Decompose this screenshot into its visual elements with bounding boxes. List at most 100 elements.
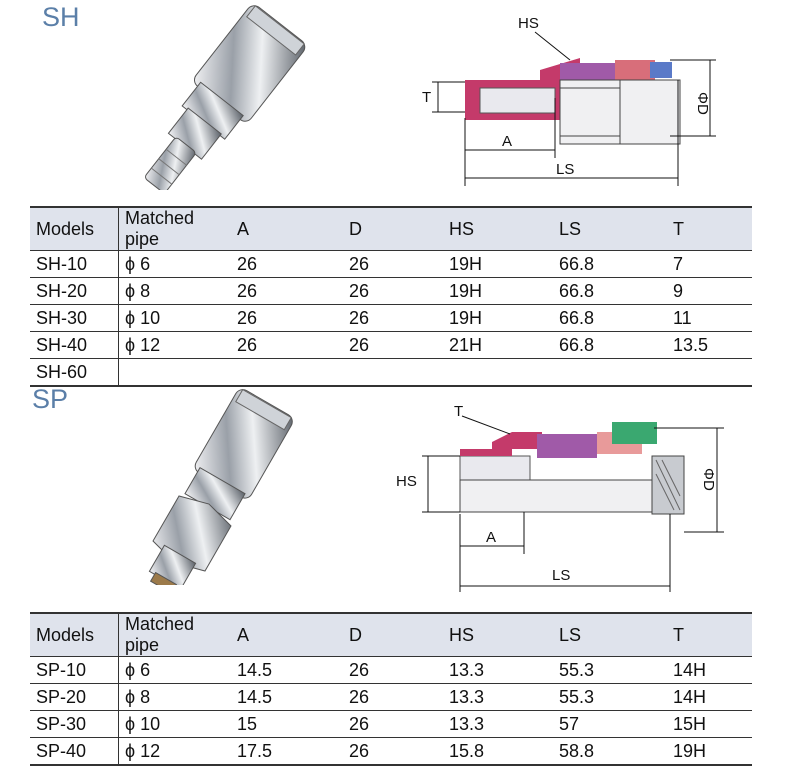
hs-cell: 13.3 — [443, 656, 553, 684]
table-row: SH-10 ϕ 6 26 26 19H 66.8 7 — [30, 250, 752, 278]
sp-header-hs: HS — [443, 612, 553, 657]
sp-a-label: A — [486, 529, 496, 546]
hs-cell: 19H — [443, 277, 553, 305]
sh-header-pipe: Matched pipe — [118, 206, 231, 251]
pipe-cell — [118, 358, 231, 387]
pipe-cell: ϕ 12 — [118, 331, 231, 359]
ls-cell: 66.8 — [553, 304, 667, 332]
pipe-cell: ϕ 10 — [118, 304, 231, 332]
ls-cell: 58.8 — [553, 737, 667, 766]
table-row: SP-10 ϕ 6 14.5 26 13.3 55.3 14H — [30, 656, 752, 684]
model-cell: SH-40 — [30, 331, 119, 359]
t-cell: 15H — [667, 710, 752, 738]
sh-header-t: T — [667, 206, 752, 251]
sh-a-label: A — [502, 133, 512, 150]
model-cell: SH-10 — [30, 250, 119, 278]
sh-header-models: Models — [30, 206, 119, 251]
sp-header-d: D — [343, 612, 443, 657]
sp-ls-label: LS — [552, 567, 570, 584]
sp-table-header-row: Models Matched pipe A D HS LS T — [30, 612, 752, 657]
sp-t-leader — [461, 415, 511, 435]
hs-cell — [443, 358, 553, 387]
d-cell: 26 — [343, 710, 443, 738]
model-cell: SP-40 — [30, 737, 119, 766]
ls-cell — [553, 358, 667, 387]
table-row: SH-30 ϕ 10 26 26 19H 66.8 11 — [30, 304, 752, 332]
d-cell: 26 — [343, 331, 443, 359]
t-cell — [667, 358, 752, 387]
ls-cell: 66.8 — [553, 277, 667, 305]
sp-ls-dimension — [459, 514, 671, 592]
model-cell: SP-30 — [30, 710, 119, 738]
pipe-cell: ϕ 10 — [118, 710, 231, 738]
t-cell: 13.5 — [667, 331, 752, 359]
model-cell: SH-60 — [30, 358, 119, 387]
pipe-cell: ϕ 6 — [118, 250, 231, 278]
sp-header-pipe: Matched pipe — [118, 612, 231, 657]
table-row: SH-60 — [30, 358, 752, 387]
ls-cell: 57 — [553, 710, 667, 738]
t-cell: 19H — [667, 737, 752, 766]
sp-a-dimension — [460, 512, 525, 554]
hs-cell: 15.8 — [443, 737, 553, 766]
table-row: SP-40 ϕ 12 17.5 26 15.8 58.8 19H — [30, 737, 752, 766]
pipe-cell: ϕ 8 — [118, 277, 231, 305]
d-cell: 26 — [343, 683, 443, 711]
t-cell: 7 — [667, 250, 752, 278]
sp-header-t: T — [667, 612, 752, 657]
sp-section-title: SP — [32, 384, 69, 414]
sh-product-photo — [145, 5, 306, 190]
sh-header-hs: HS — [443, 206, 553, 251]
t-cell: 9 — [667, 277, 752, 305]
table-row: SH-20 ϕ 8 26 26 19H 66.8 9 — [30, 277, 752, 305]
pipe-cell: ϕ 12 — [118, 737, 231, 766]
pipe-cell: ϕ 8 — [118, 683, 231, 711]
sh-ls-label: LS — [556, 161, 574, 178]
sh-a-dimension — [465, 98, 556, 158]
ls-cell: 55.3 — [553, 656, 667, 684]
a-cell — [231, 358, 343, 387]
sh-ls-dimension — [464, 80, 679, 186]
sh-d-label: ΦD — [694, 92, 711, 115]
sp-product-photo — [148, 388, 293, 585]
t-cell: 14H — [667, 656, 752, 684]
model-cell: SP-10 — [30, 656, 119, 684]
sp-d-dimension — [654, 427, 724, 533]
hs-cell: 13.3 — [443, 710, 553, 738]
d-cell: 26 — [343, 304, 443, 332]
sp-hs-dimension — [422, 455, 460, 513]
model-cell: SP-20 — [30, 683, 119, 711]
pipe-cell: ϕ 6 — [118, 656, 231, 684]
hs-cell: 19H — [443, 304, 553, 332]
hs-cell: 13.3 — [443, 683, 553, 711]
a-cell: 26 — [231, 277, 343, 305]
sh-technical-drawing: HS T A LS ΦD — [422, 15, 716, 186]
t-cell: 11 — [667, 304, 752, 332]
sh-hs-leader — [534, 31, 571, 61]
hs-cell: 21H — [443, 331, 553, 359]
d-cell — [343, 358, 443, 387]
a-cell: 26 — [231, 304, 343, 332]
sp-hs-label: HS — [396, 473, 417, 490]
model-cell: SH-20 — [30, 277, 119, 305]
sh-header-d: D — [343, 206, 443, 251]
sh-hs-label: HS — [518, 15, 539, 32]
a-cell: 14.5 — [231, 683, 343, 711]
sp-spec-table: Models Matched pipe A D HS LS T SP-10 ϕ … — [30, 612, 752, 766]
ls-cell: 55.3 — [553, 683, 667, 711]
sh-t-label: T — [422, 89, 431, 106]
table-row: SP-20 ϕ 8 14.5 26 13.3 55.3 14H — [30, 683, 752, 711]
sp-technical-drawing: T HS A LS ΦD — [396, 403, 724, 592]
a-cell: 17.5 — [231, 737, 343, 766]
sh-t-dimension — [432, 81, 465, 113]
a-cell: 14.5 — [231, 656, 343, 684]
d-cell: 26 — [343, 656, 443, 684]
d-cell: 26 — [343, 250, 443, 278]
ls-cell: 66.8 — [553, 250, 667, 278]
sh-spec-table: Models Matched pipe A D HS LS T SH-10 ϕ … — [30, 206, 752, 387]
sh-d-dimension — [670, 59, 716, 137]
a-cell: 26 — [231, 331, 343, 359]
sp-d-label: ΦD — [700, 468, 717, 491]
ls-cell: 66.8 — [553, 331, 667, 359]
sh-header-a: A — [231, 206, 343, 251]
